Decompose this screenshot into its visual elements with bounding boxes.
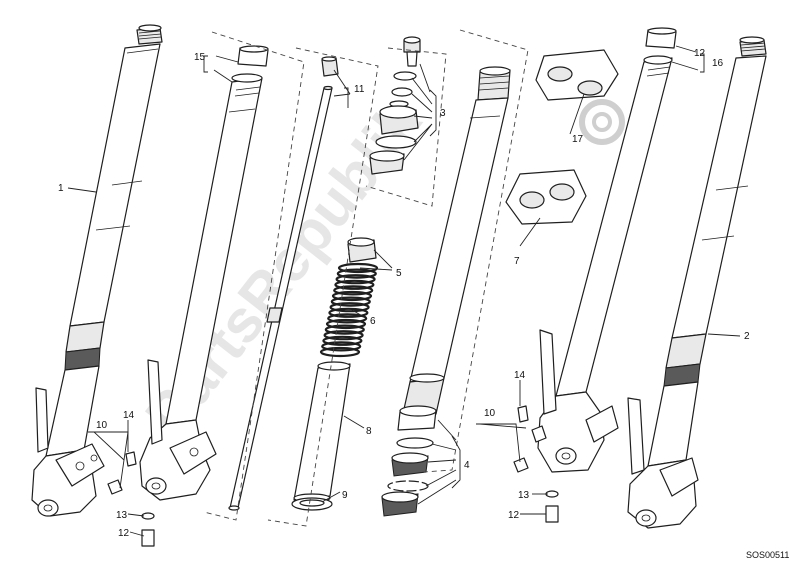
- callout-10-right: 10: [484, 408, 496, 419]
- seal-kit-4: [381, 405, 437, 517]
- spring-coil: [322, 335, 363, 346]
- callout-11: 11: [354, 84, 365, 95]
- callout-9: 9: [342, 490, 348, 501]
- callout-12-top: 12: [694, 48, 706, 59]
- callout-13-left: 13: [116, 510, 128, 521]
- spring-coil: [334, 279, 375, 290]
- fork-inner-tube-right: [401, 66, 511, 419]
- callout-4: 4: [464, 460, 470, 471]
- spring-coil: [319, 346, 361, 358]
- callout-5: 5: [396, 268, 402, 279]
- callout-2: 2: [744, 331, 750, 342]
- spacer-tube: [293, 361, 351, 503]
- callout-14-right: 14: [514, 370, 526, 381]
- callout-6: 6: [370, 316, 376, 327]
- cartridge-valve-stack: [369, 36, 421, 175]
- spring-coil: [327, 313, 368, 324]
- callout-1: 1: [58, 183, 64, 194]
- spring-coil: [329, 302, 370, 313]
- spring-coil: [333, 285, 374, 296]
- fork-spring: [319, 237, 379, 358]
- callout-17: 17: [572, 134, 584, 145]
- callout-12-left: 12: [118, 528, 130, 539]
- fork-leg-right: [627, 36, 767, 529]
- callout-7: 7: [514, 256, 520, 267]
- callout-8: 8: [366, 426, 372, 437]
- spring-coil: [331, 290, 373, 302]
- damper-rod: [228, 56, 339, 511]
- callout-3: 3: [440, 108, 446, 119]
- watermark-gear-icon: [579, 99, 625, 145]
- callout-15: 15: [194, 52, 206, 63]
- spring-coil: [328, 307, 369, 318]
- callout-10-left: 10: [96, 420, 108, 431]
- callouts: 1 2 3 4 5 6 7 8 9 10 10 11 12 12 12 13 1…: [58, 48, 750, 539]
- callout-16: 16: [712, 58, 724, 69]
- spring-coil: [335, 274, 376, 285]
- fork-outer-tube-left: [139, 45, 269, 501]
- assembly-frames: [203, 29, 529, 527]
- fork-leg-left: [31, 24, 163, 517]
- spring-coil: [337, 262, 379, 274]
- steering-bracket-17: [535, 49, 619, 101]
- callout-14-left: 14: [123, 410, 135, 421]
- spring-coil: [321, 341, 362, 352]
- hardware-right: [513, 405, 559, 523]
- leader-lines: [67, 45, 741, 537]
- fork-outer-tube-right: [537, 27, 677, 473]
- spring-coil: [330, 296, 371, 307]
- callout-13-right: 13: [518, 490, 530, 501]
- hardware-left: [107, 451, 155, 547]
- callout-12-right: 12: [508, 510, 520, 521]
- washer-9: [291, 497, 333, 511]
- drawing-code: SOS00511: [746, 550, 789, 560]
- fork-bottom-clamp-7: [505, 169, 587, 225]
- spring-coil: [325, 318, 367, 330]
- spring-coil: [323, 330, 364, 341]
- spring-coil: [336, 268, 377, 279]
- spring-coil: [324, 324, 365, 335]
